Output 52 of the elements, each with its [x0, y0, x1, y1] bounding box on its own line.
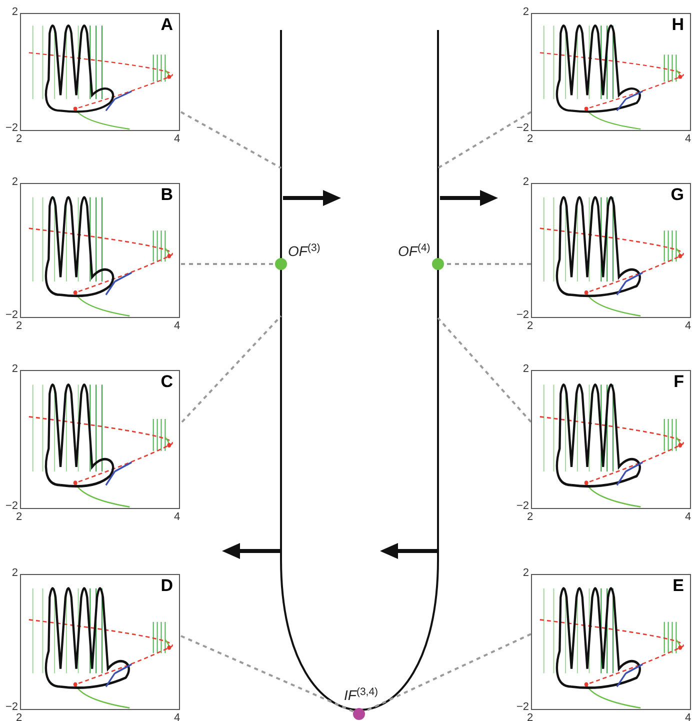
bifurcation-point — [275, 258, 287, 270]
axis-tick-label: 4 — [174, 713, 182, 721]
point-label: OF$^{(3)}$ — [288, 244, 320, 258]
axis-tick-label: 4 — [174, 512, 182, 523]
axis-tick-label: 2 — [10, 364, 18, 375]
axis-tick-label: 2 — [527, 321, 534, 332]
axis-tick-label: 2 — [522, 364, 529, 375]
axis-tick-label: 2 — [16, 321, 24, 332]
panel-letter: F — [674, 373, 684, 390]
axis-tick-label: 4 — [174, 134, 182, 145]
axis-tick-label: 4 — [174, 321, 182, 332]
panel-letter: E — [672, 577, 684, 594]
axis-tick-label: −2 — [515, 123, 529, 134]
panel-letter: B — [160, 186, 173, 203]
axis-tick-label: 2 — [10, 7, 18, 18]
axis-tick-label: 2 — [10, 568, 18, 579]
axis-tick-label: 2 — [10, 177, 18, 188]
axis-tick-label: 2 — [527, 134, 534, 145]
panel-letter: D — [160, 577, 173, 594]
leader-line — [181, 315, 282, 423]
bifurcation-point — [432, 258, 444, 270]
axis-tick-label: −2 — [4, 310, 18, 321]
panel-letter: G — [670, 186, 684, 203]
axis-tick-label: 2 — [16, 134, 24, 145]
axis-tick-label: 2 — [522, 7, 529, 18]
axis-tick-label: 2 — [527, 713, 534, 721]
axis-tick-label: −2 — [4, 501, 18, 512]
axis-tick-label: 2 — [527, 512, 534, 523]
axis-tick-label: −2 — [515, 702, 529, 713]
leader-line — [180, 111, 282, 169]
panel-letter: C — [160, 373, 173, 390]
leader-line — [181, 263, 275, 265]
leader-line — [444, 263, 531, 265]
panel-letter: H — [672, 16, 684, 33]
axis-tick-label: 4 — [685, 134, 692, 145]
axis-tick-label: 4 — [685, 512, 692, 523]
axis-tick-label: −2 — [4, 702, 18, 713]
axis-tick-label: 2 — [16, 512, 24, 523]
point-label: IF$^{(3,4)}$ — [344, 688, 378, 702]
axis-tick-label: 2 — [522, 568, 529, 579]
axis-tick-label: 2 — [522, 177, 529, 188]
axis-tick-label: 4 — [685, 321, 692, 332]
axis-tick-label: −2 — [515, 501, 529, 512]
axis-tick-label: −2 — [515, 310, 529, 321]
leader-line — [437, 111, 532, 169]
leader-line — [180, 635, 354, 712]
axis-tick-label: −2 — [4, 123, 18, 134]
leader-line — [437, 317, 532, 423]
axis-tick-label: 2 — [16, 713, 24, 721]
point-label: OF$^{(4)}$ — [398, 244, 430, 258]
bifurcation-point — [353, 708, 365, 720]
panel-letter: A — [160, 16, 173, 33]
